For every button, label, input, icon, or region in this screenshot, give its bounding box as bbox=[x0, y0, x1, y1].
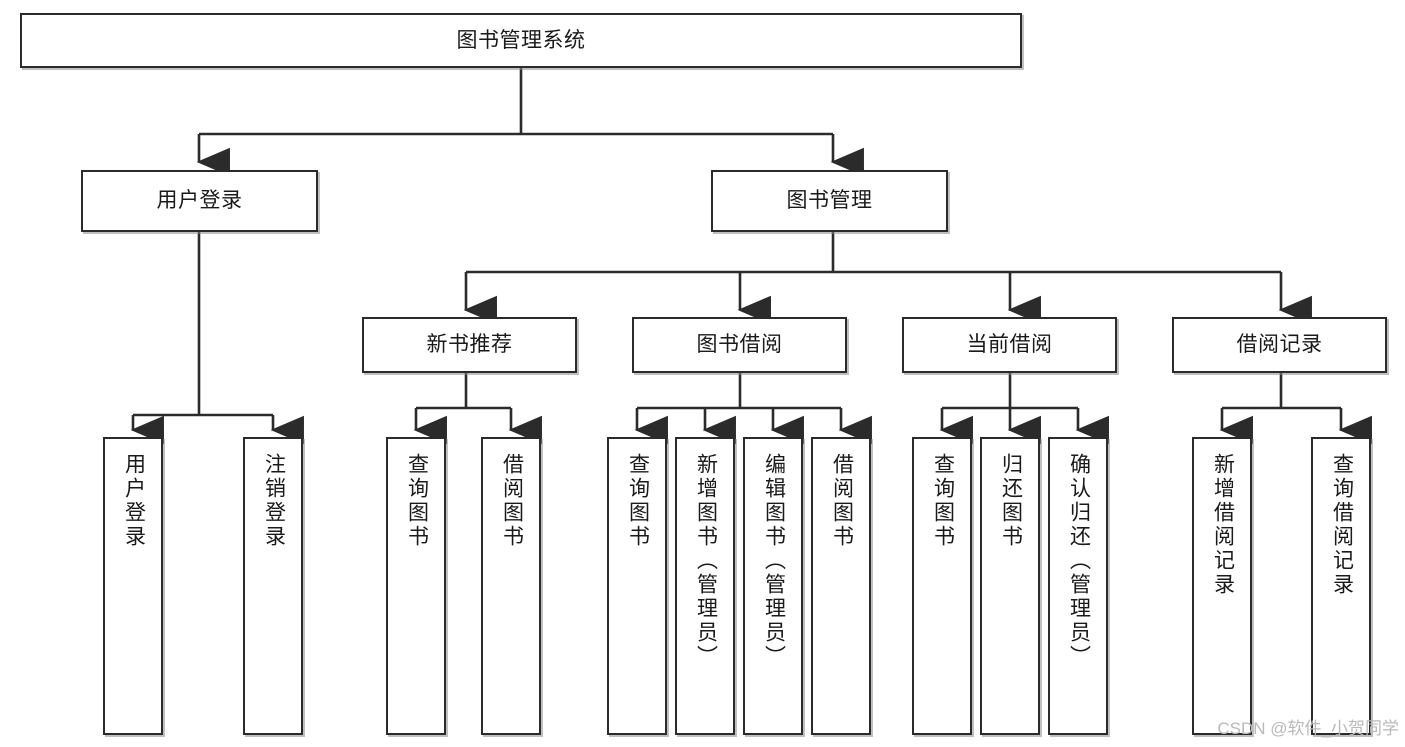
node-leaf-confirm-return-admin[interactable]: 确认归还（管理员） bbox=[1048, 437, 1108, 735]
node-user-login[interactable]: 用户登录 bbox=[81, 170, 318, 232]
node-borrow-record-label: 借阅记录 bbox=[1236, 333, 1323, 357]
node-leaf-user-login[interactable]: 用户登录 bbox=[103, 437, 163, 735]
node-leaf-return-book-label: 归还图书 bbox=[999, 453, 1023, 549]
node-root[interactable]: 图书管理系统 bbox=[20, 13, 1022, 68]
node-leaf-user-login-label: 用户登录 bbox=[122, 453, 146, 549]
node-leaf-borrow-book-1-label: 借阅图书 bbox=[500, 453, 524, 549]
node-leaf-query-book-2[interactable]: 查询图书 bbox=[607, 437, 667, 735]
node-leaf-add-borrow-record[interactable]: 新增借阅记录 bbox=[1192, 437, 1252, 735]
node-new-book-recommend[interactable]: 新书推荐 bbox=[362, 317, 577, 373]
node-user-login-label: 用户登录 bbox=[156, 189, 243, 213]
node-leaf-confirm-return-admin-label: 确认归还（管理员） bbox=[1067, 453, 1091, 669]
node-leaf-query-book-3-label: 查询图书 bbox=[931, 453, 955, 549]
node-leaf-edit-book-admin[interactable]: 编辑图书（管理员） bbox=[743, 437, 803, 735]
node-leaf-query-book-3[interactable]: 查询图书 bbox=[912, 437, 972, 735]
node-new-book-recommend-label: 新书推荐 bbox=[426, 333, 513, 357]
node-leaf-query-book-1[interactable]: 查询图书 bbox=[386, 437, 446, 735]
node-leaf-borrow-book-1[interactable]: 借阅图书 bbox=[481, 437, 541, 735]
node-leaf-logout-label: 注销登录 bbox=[262, 453, 286, 549]
node-leaf-return-book[interactable]: 归还图书 bbox=[980, 437, 1040, 735]
watermark-text: CSDN @软件_小贺同学 bbox=[1217, 719, 1399, 738]
node-book-borrow-label: 图书借阅 bbox=[696, 333, 783, 357]
node-leaf-add-book-admin[interactable]: 新增图书（管理员） bbox=[675, 437, 735, 735]
node-borrow-record[interactable]: 借阅记录 bbox=[1172, 317, 1387, 373]
node-book-management-label: 图书管理 bbox=[786, 189, 873, 213]
node-leaf-query-borrow-record-label: 查询借阅记录 bbox=[1330, 453, 1354, 597]
node-leaf-borrow-book-2[interactable]: 借阅图书 bbox=[811, 437, 871, 735]
node-book-management[interactable]: 图书管理 bbox=[711, 170, 948, 232]
node-leaf-query-book-1-label: 查询图书 bbox=[405, 453, 429, 549]
node-leaf-add-book-admin-label: 新增图书（管理员） bbox=[694, 453, 718, 669]
node-leaf-query-borrow-record[interactable]: 查询借阅记录 bbox=[1311, 437, 1371, 735]
node-leaf-logout[interactable]: 注销登录 bbox=[243, 437, 303, 735]
node-book-borrow[interactable]: 图书借阅 bbox=[632, 317, 847, 373]
node-leaf-edit-book-admin-label: 编辑图书（管理员） bbox=[762, 453, 786, 669]
node-leaf-query-book-2-label: 查询图书 bbox=[626, 453, 650, 549]
node-leaf-borrow-book-2-label: 借阅图书 bbox=[830, 453, 854, 549]
node-root-label: 图书管理系统 bbox=[456, 28, 586, 52]
node-current-borrow-label: 当前借阅 bbox=[966, 333, 1053, 357]
node-current-borrow[interactable]: 当前借阅 bbox=[902, 317, 1117, 373]
node-leaf-add-borrow-record-label: 新增借阅记录 bbox=[1211, 453, 1235, 597]
